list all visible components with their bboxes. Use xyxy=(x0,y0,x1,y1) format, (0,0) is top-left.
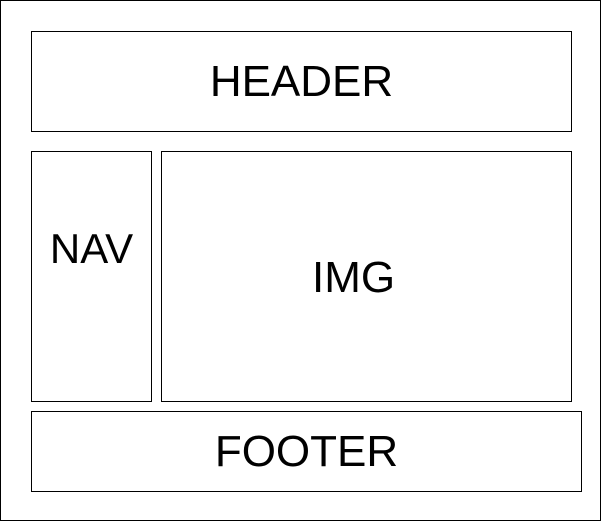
footer-box: FOOTER xyxy=(31,411,582,492)
nav-label: NAV xyxy=(49,225,134,272)
img-box: IMG xyxy=(161,151,572,402)
footer-label: FOOTER xyxy=(214,426,399,476)
img-label: IMG xyxy=(312,252,396,302)
header-box: HEADER xyxy=(31,31,572,132)
nav-box: NAV xyxy=(31,151,152,402)
header-label: HEADER xyxy=(209,56,394,106)
